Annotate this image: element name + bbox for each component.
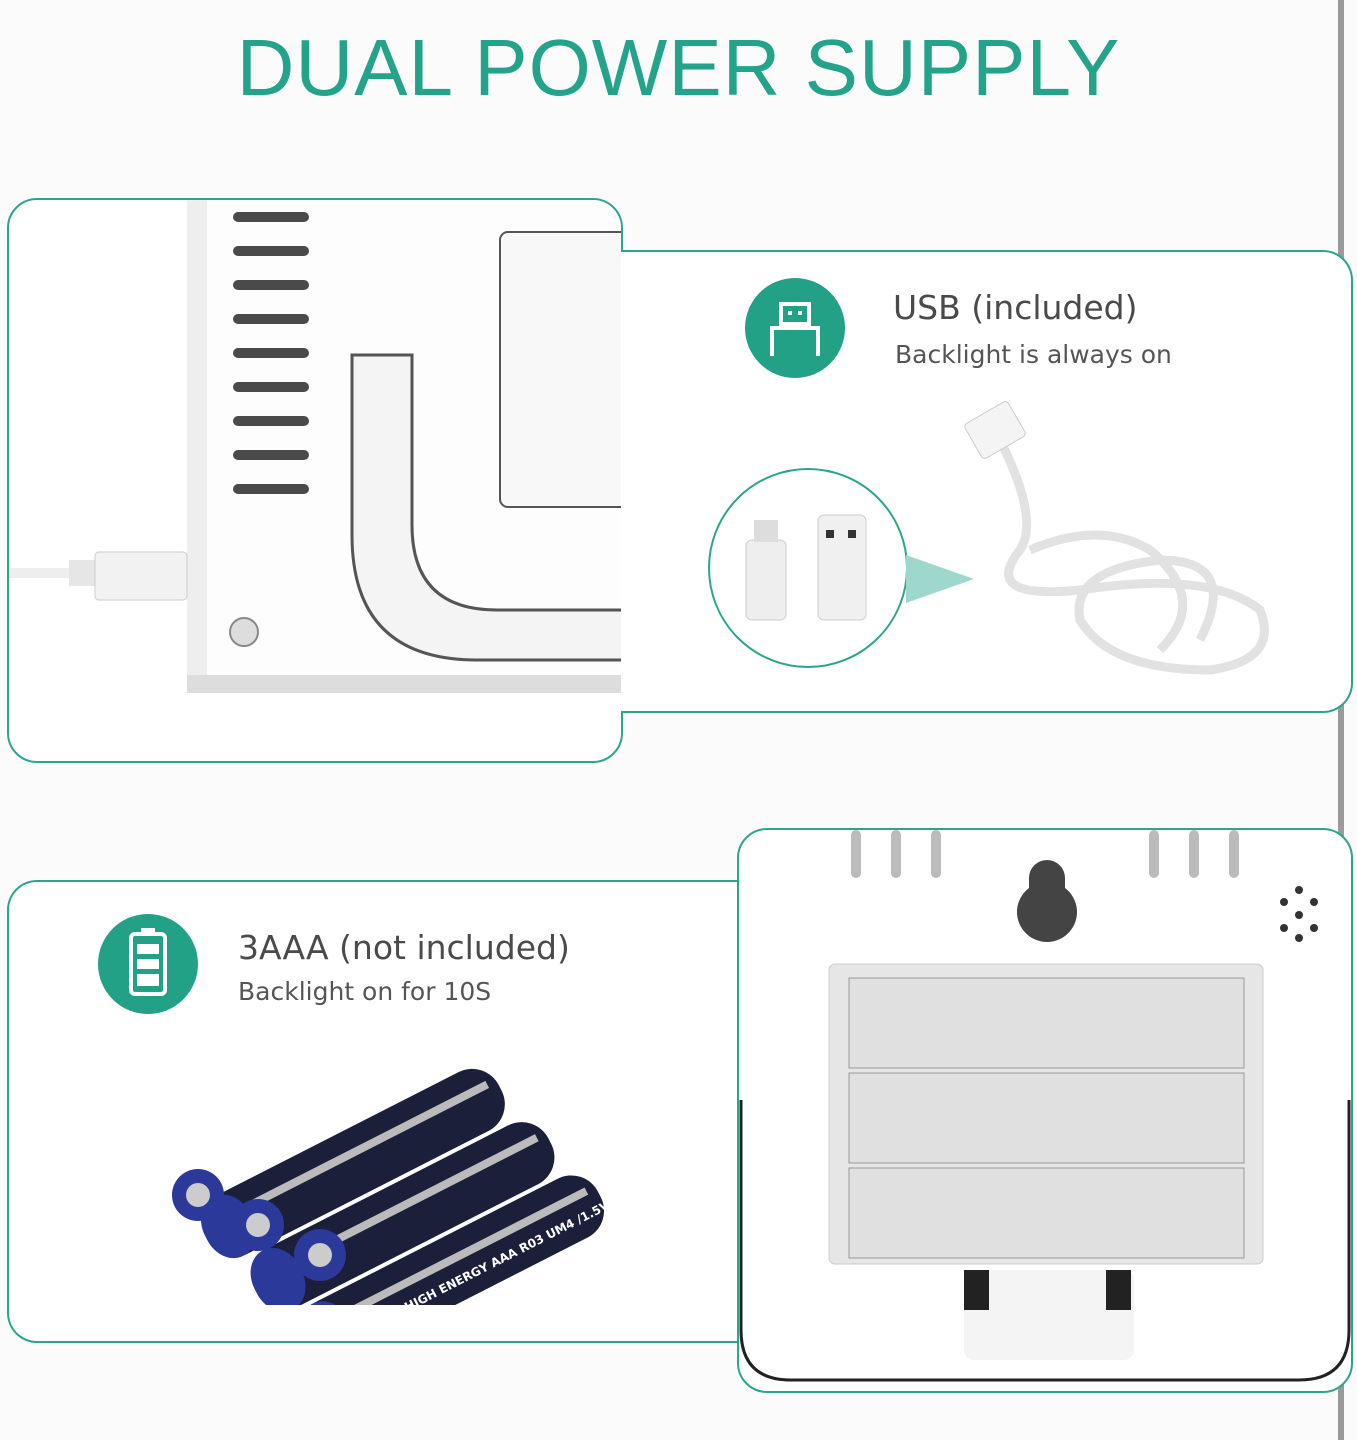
battery-subtitle: Backlight on for 10S bbox=[238, 977, 492, 1006]
pointer-arrow bbox=[906, 555, 974, 603]
device-side-image bbox=[9, 200, 621, 693]
connector-closeup bbox=[708, 468, 908, 668]
usb-subtitle: Backlight is always on bbox=[895, 340, 1172, 369]
right-edge-border bbox=[1338, 0, 1344, 1440]
device-side-panel bbox=[7, 198, 623, 763]
battery-compartment-image bbox=[739, 830, 1351, 1382]
usb-heading: USB (included) bbox=[893, 288, 1138, 327]
usb-cable-image bbox=[964, 401, 1269, 675]
battery-icon bbox=[98, 914, 198, 1014]
usb-icon bbox=[745, 278, 845, 378]
device-back-panel bbox=[737, 828, 1353, 1393]
page-title: DUAL POWER SUPPLY bbox=[236, 23, 1121, 112]
battery-heading: 3AAA (not included) bbox=[238, 928, 570, 967]
aaa-batteries-image: Handa HIGH ENERGY AAA R03 UM4 /1.5V bbox=[172, 1068, 612, 1305]
